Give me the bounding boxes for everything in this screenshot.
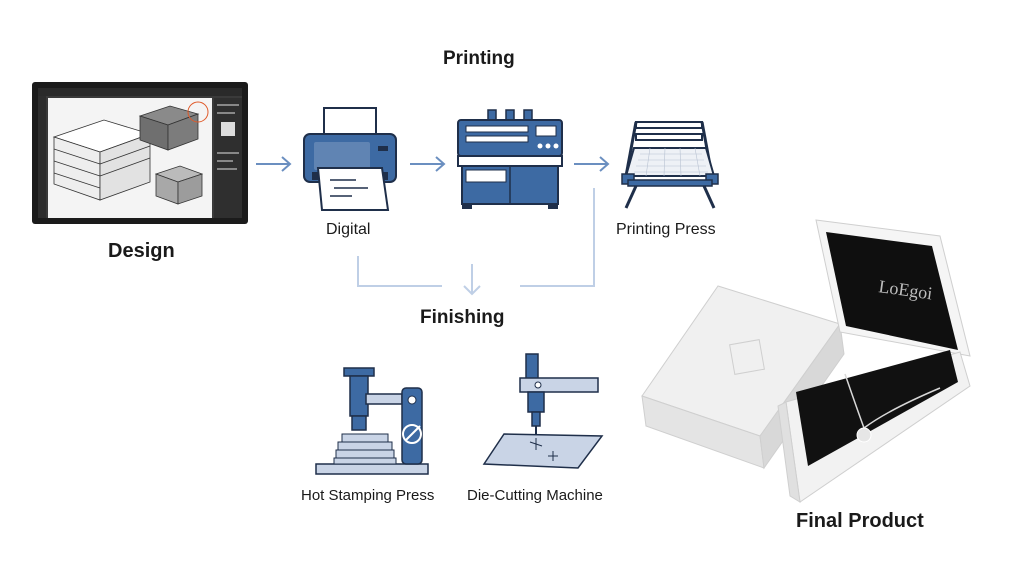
- arrow-offset-to-press: [574, 156, 610, 172]
- screen-press-icon: [621, 121, 719, 209]
- printer-icon: [303, 107, 397, 211]
- hot-stamp-press-icon: [315, 367, 429, 475]
- finishing-title: Finishing: [420, 307, 505, 328]
- digital-label: Digital: [326, 221, 371, 238]
- arrow-digital-to-offset: [410, 156, 446, 172]
- die-cutter-icon: [482, 353, 604, 469]
- hot-stamping-label: Hot Stamping Press: [301, 487, 435, 504]
- printing-title: Printing: [443, 48, 515, 69]
- die-cutting-label: Die-Cutting Machine: [467, 487, 603, 504]
- monitor-icon: [32, 82, 248, 224]
- design-label: Design: [108, 240, 175, 262]
- final-product-label: Final Product: [796, 510, 924, 532]
- finishing-connector: [357, 188, 595, 296]
- arrow-design-to-digital: [256, 156, 292, 172]
- printing-press-label: Printing Press: [616, 221, 716, 238]
- offset-press-icon: [457, 109, 563, 209]
- jewelry-box-image: LoEgoi: [641, 219, 971, 503]
